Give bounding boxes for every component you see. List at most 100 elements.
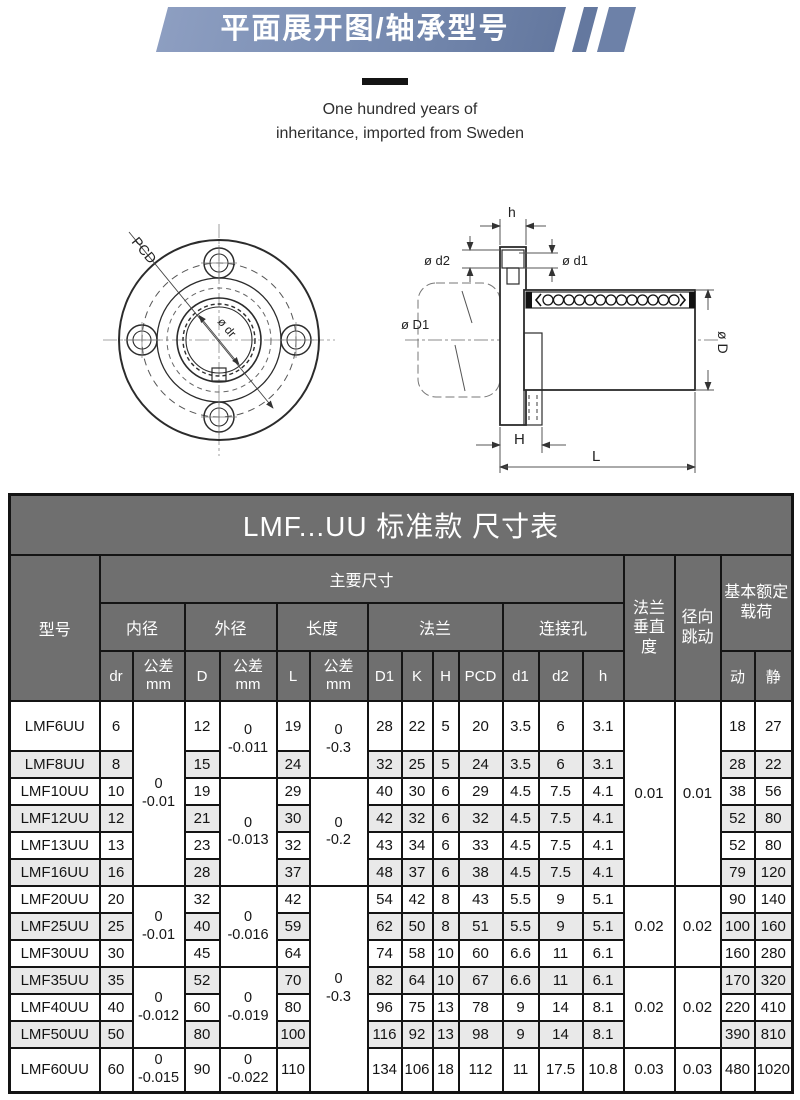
dyn-cell: 79 — [719, 858, 756, 887]
model-cell: LMF13UU — [8, 831, 101, 860]
h-cell: 6.1 — [581, 966, 625, 995]
dr-cell: 50 — [98, 1020, 134, 1049]
tol-D-cell: 0 -0.011 — [218, 700, 278, 779]
hidden-flange-projection — [417, 282, 501, 398]
model-cell: LMF35UU — [8, 966, 101, 995]
dyn-cell: 18 — [719, 700, 756, 752]
flange-side-section-drawing: h ø d2 ø d1 ø D1 ø D H L — [401, 204, 730, 473]
tol-D-cell: 0 -0.019 — [218, 966, 278, 1049]
d2-cell: 11 — [537, 939, 584, 968]
col-tol-L: 公差 mm — [308, 650, 369, 702]
col-model: 型号 — [8, 554, 101, 702]
D-dim-label: ø D — [715, 331, 730, 354]
PCD-cell: 78 — [457, 993, 504, 1022]
col-K: K — [400, 650, 434, 702]
dyn-cell: 220 — [719, 993, 756, 1022]
PCD-cell: 67 — [457, 966, 504, 995]
H-cell: 6 — [431, 858, 460, 887]
d2-cell: 17.5 — [537, 1047, 584, 1093]
D-cell: 15 — [183, 750, 221, 779]
stat-cell: 22 — [753, 750, 794, 779]
D-cell: 52 — [183, 966, 221, 995]
D1-cell: 43 — [366, 831, 403, 860]
h-cell: 3.1 — [581, 750, 625, 779]
table-row: LMF50UU 50 80 100 116 92 13 98 9 14 8.1 … — [8, 1020, 794, 1049]
col-tol-D: 公差 mm — [218, 650, 278, 702]
dr-cell: 30 — [98, 939, 134, 968]
bolt-holes — [124, 245, 314, 435]
model-cell: LMF20UU — [8, 885, 101, 914]
L-cell: 29 — [275, 777, 311, 806]
table-row: LMF20UU 20 0 -0.01 32 0 -0.016 42 0 -0.3… — [8, 885, 794, 1093]
tol-D-cell: 0 -0.022 — [218, 1047, 278, 1093]
perp-cell: 0.02 — [622, 885, 676, 968]
col-static: 静 — [753, 650, 794, 702]
d2-cell: 6 — [537, 750, 584, 779]
model-cell: LMF12UU — [8, 804, 101, 833]
divider-bar — [362, 78, 408, 85]
L-cell: 110 — [275, 1047, 311, 1093]
perp-cell: 0.02 — [622, 966, 676, 1049]
dr-cell: 8 — [98, 750, 134, 779]
runout-cell: 0.03 — [673, 1047, 722, 1093]
col-PCD: PCD — [457, 650, 504, 702]
col-H: H — [431, 650, 460, 702]
h-cell: 5.1 — [581, 885, 625, 914]
K-cell: 92 — [400, 1020, 434, 1049]
H-cell: 10 — [431, 966, 460, 995]
PCD-cell: 51 — [457, 912, 504, 941]
d2-cell: 7.5 — [537, 804, 584, 833]
K-cell: 50 — [400, 912, 434, 941]
stat-cell: 120 — [753, 858, 794, 887]
d1-dim-label: ø d1 — [562, 253, 588, 268]
dyn-cell: 100 — [719, 912, 756, 941]
dr-cell: 40 — [98, 993, 134, 1022]
d1-cell: 9 — [501, 993, 540, 1022]
PCD-cell: 112 — [457, 1047, 504, 1093]
D-cell: 40 — [183, 912, 221, 941]
d2-cell: 7.5 — [537, 777, 584, 806]
table-row: LMF60UU 60 0 -0.015 90 0 -0.022 110 134 … — [8, 1047, 794, 1093]
col-D1: D1 — [366, 650, 403, 702]
dr-cell: 13 — [98, 831, 134, 860]
page-title: 平面展开图/轴承型号 — [220, 13, 510, 45]
d2-cell: 14 — [537, 993, 584, 1022]
H-cell: 6 — [431, 831, 460, 860]
d2-cell: 14 — [537, 1020, 584, 1049]
L-cell: 42 — [275, 885, 311, 914]
dr-cell: 16 — [98, 858, 134, 887]
table-title-row: LMF...UU 标准款 尺寸表 — [8, 493, 794, 556]
h-cell: 3.1 — [581, 700, 625, 752]
header-row-subgroups: 内径 外径 长度 法兰 连接孔 — [10, 602, 793, 652]
H-cell: 10 — [431, 939, 460, 968]
col-D: D — [183, 650, 221, 702]
h-cell: 5.1 — [581, 912, 625, 941]
L-cell: 64 — [275, 939, 311, 968]
K-cell: 37 — [400, 858, 434, 887]
dyn-cell: 28 — [719, 750, 756, 779]
D1-cell: 54 — [366, 885, 403, 914]
d1-cell: 11 — [501, 1047, 540, 1093]
L-cell: 70 — [275, 966, 311, 995]
PCD-cell: 60 — [457, 939, 504, 968]
model-cell: LMF50UU — [8, 1020, 101, 1049]
table-row: LMF30UU 30 45 64 74 58 10 60 6.6 11 6.1 … — [8, 939, 794, 968]
model-cell: LMF30UU — [8, 939, 101, 968]
stat-cell: 56 — [753, 777, 794, 806]
d1-cell: 5.5 — [501, 912, 540, 941]
PCD-cell: 38 — [457, 858, 504, 887]
D-cell: 45 — [183, 939, 221, 968]
model-cell: LMF6UU — [8, 700, 101, 752]
d2-cell: 6 — [537, 700, 584, 752]
L-cell: 100 — [275, 1020, 311, 1049]
D-cell: 90 — [183, 1047, 221, 1093]
D-cell: 21 — [183, 804, 221, 833]
col-outer-dia: 外径 — [183, 602, 278, 652]
H-cell: 13 — [431, 1020, 460, 1049]
d1-cell: 4.5 — [501, 777, 540, 806]
model-cell: LMF25UU — [8, 912, 101, 941]
dimension-lines — [462, 219, 714, 473]
section-outline — [499, 246, 696, 426]
banner-slash-icon — [571, 7, 599, 52]
